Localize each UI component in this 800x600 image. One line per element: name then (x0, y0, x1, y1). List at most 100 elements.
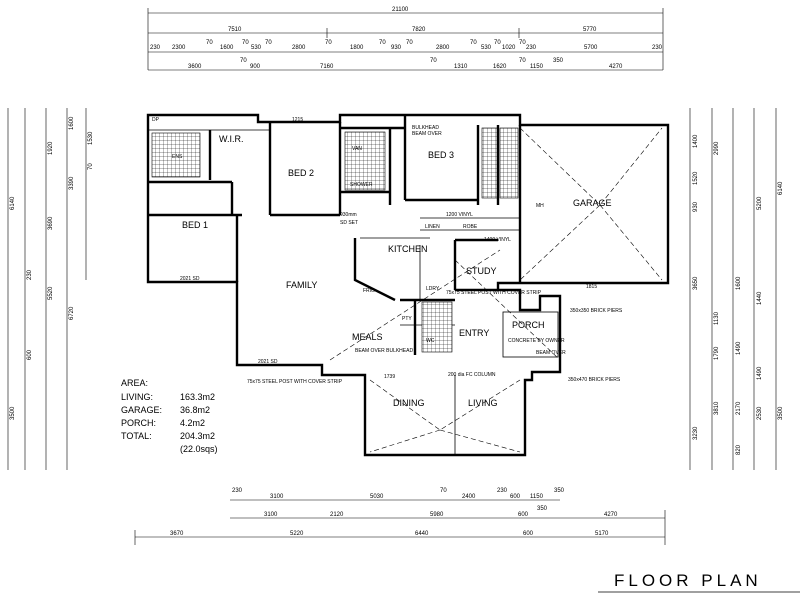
drawing-title: FLOOR PLAN (614, 571, 762, 590)
note-post: 75x75 STEEL POST WITH COVER STRIP (247, 379, 343, 385)
dim-b: 5980 (430, 512, 444, 518)
dim-t4: 900 (250, 64, 261, 70)
right-dimensions: 1400 2990 1520 930 5200 6140 3650 1600 1… (689, 108, 784, 470)
dim-t3: 230 (526, 45, 537, 51)
dim-r: 1440 (757, 291, 763, 305)
area-value: 4.2m2 (180, 418, 205, 428)
note-1815: 1815 (586, 284, 597, 290)
note-wc: WC (426, 338, 435, 344)
note-beam-over: BEAM OVER (536, 350, 566, 356)
room-living: LIVING (468, 398, 498, 408)
note-vinyl-1400: 1400 VINYL (484, 237, 511, 243)
dim-r: 1490 (736, 341, 742, 355)
dim-t3: 2300 (172, 45, 186, 51)
dim-r: 2990 (714, 141, 720, 155)
dim-l: 3390 (69, 176, 75, 190)
area-value: (22.0sqs) (180, 444, 218, 454)
dim-b: 350 (554, 488, 565, 494)
dim-l: 6140 (10, 196, 16, 210)
room-porch: PORCH (512, 320, 545, 330)
dim-t3: 5700 (584, 45, 598, 51)
dim-b: 3100 (270, 494, 284, 500)
note-1739: 1739 (384, 374, 395, 380)
dim-t3: 230 (150, 45, 161, 51)
dim-t3: 230 (652, 45, 663, 51)
room-meals: MEALS (352, 332, 383, 342)
dim-r: 3650 (693, 276, 699, 290)
dim-t3: 70 (494, 40, 501, 46)
top-dimensions: 21100 7510 7820 5770 230 2300 70 1600 70… (147, 7, 664, 71)
room-wir: W.I.R. (219, 134, 244, 144)
dim-r: 3230 (693, 426, 699, 440)
dim-t3: 530 (251, 45, 262, 51)
note-frig: FRIG (363, 288, 375, 294)
dim-l: 600 (27, 349, 33, 360)
dim-l: 1920 (48, 141, 54, 155)
note-sd-set: SD SET (340, 220, 358, 226)
area-value: 36.8m2 (180, 405, 210, 415)
note-shower: SHOWER (350, 182, 373, 188)
room-kitchen: KITCHEN (388, 244, 428, 254)
note-brick-piers: 350x470 BRICK PIERS (568, 377, 621, 383)
dim-t3: 70 (470, 40, 477, 46)
note-beam-bulkhead: BEAM OVER BULKHEAD (355, 348, 413, 354)
interior-walls (148, 115, 559, 455)
dim-b: 4270 (604, 512, 618, 518)
note-concrete: CONCRETE BY OWNER (508, 338, 565, 344)
dim-r: 1520 (693, 171, 699, 185)
room-entry: ENTRY (459, 328, 489, 338)
dim-b: 230 (497, 488, 508, 494)
area-label: PORCH: (121, 418, 156, 428)
dim-r: 1400 (693, 134, 699, 148)
dim-top-b: 7820 (412, 27, 426, 33)
dim-l: 5520 (48, 286, 54, 300)
dim-t3: 930 (391, 45, 402, 51)
dim-b: 3670 (170, 531, 184, 537)
note-van: VAN (352, 146, 362, 152)
left-dimensions: 1920 3390 1530 70 3690 5520 6140 230 600… (7, 108, 94, 470)
dim-t4: 3600 (188, 64, 202, 70)
note-sd-2021: 2021 SD (258, 359, 278, 365)
dim-r: 1790 (714, 346, 720, 360)
note-vinyl-1200: 1200 VINYL (446, 212, 473, 218)
dim-b: 6440 (415, 531, 429, 537)
dim-t3: 70 (265, 40, 272, 46)
dim-b: 600 (523, 531, 534, 537)
dim-l: 1600 (69, 116, 75, 130)
note-ens: ENS (172, 154, 183, 160)
dim-r: 930 (693, 201, 699, 212)
dim-t4: 1620 (493, 64, 507, 70)
dim-t3: 2800 (436, 45, 450, 51)
area-label: GARAGE: (121, 405, 162, 415)
note-brick-piers: 350x350 BRICK PIERS (570, 308, 623, 314)
dim-r: 2530 (757, 406, 763, 420)
dim-t3: 70 (379, 40, 386, 46)
dim-r: 1490 (757, 366, 763, 380)
dim-t3: 1020 (502, 45, 516, 51)
plan-annotations: BULKHEAD BEAM OVER LINEN ROBE 1200 VINYL… (152, 117, 623, 385)
room-family: FAMILY (286, 280, 317, 290)
dim-top-a: 7510 (228, 27, 242, 33)
dim-t3: 70 (519, 40, 526, 46)
dim-t3: 1600 (220, 45, 234, 51)
room-bed-2: BED 2 (288, 168, 314, 178)
dim-l: 1530 (88, 131, 94, 145)
note-post: 75x75 STEEL POST WITH COVER STRIP (446, 290, 542, 296)
dim-t4: 1310 (454, 64, 468, 70)
area-schedule: AREA: LIVING: 163.3m2 GARAGE: 36.8m2 POR… (121, 378, 218, 454)
dim-t3: 70 (206, 40, 213, 46)
note-ldry: LDRY (426, 286, 440, 292)
room-bed-3: BED 3 (428, 150, 454, 160)
dim-b: 3100 (264, 512, 278, 518)
dim-t3: 530 (481, 45, 492, 51)
bottom-dimensions: 230 3100 5030 70 2400 230 600 1150 350 3… (134, 488, 666, 545)
note-beam-over: BEAM OVER (412, 131, 442, 137)
dim-r: 1130 (714, 311, 720, 325)
area-label: LIVING: (121, 392, 153, 402)
note-mh: MH (536, 203, 544, 209)
dim-l: 3500 (10, 406, 16, 420)
dim-r: 820 (736, 444, 742, 455)
dim-b: 2120 (330, 512, 344, 518)
dim-b: 5030 (370, 494, 384, 500)
